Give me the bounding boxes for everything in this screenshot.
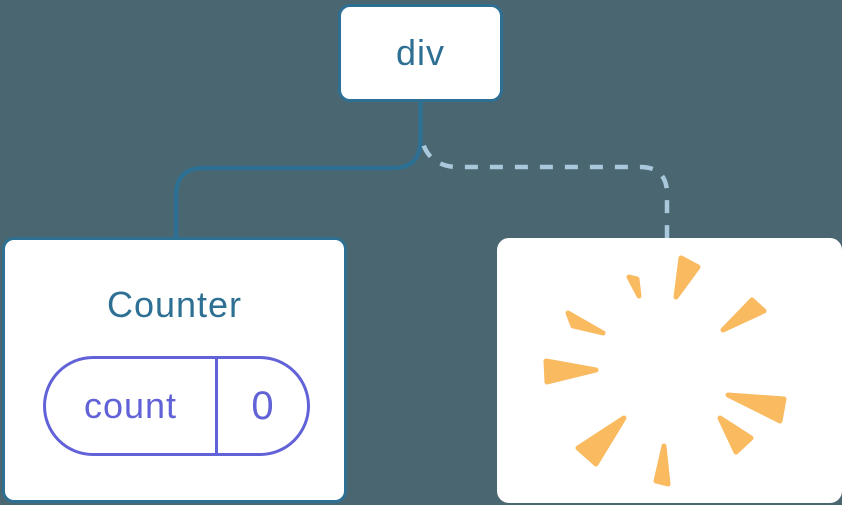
poof-ray	[653, 443, 671, 487]
poof-ray	[725, 392, 787, 424]
removed-component-card	[497, 238, 842, 503]
root-node-label: div	[395, 32, 446, 73]
poof-ray	[543, 358, 599, 385]
poof-ray	[565, 310, 606, 336]
poof-ray	[626, 274, 642, 299]
state-key-label: count	[83, 385, 178, 426]
counter-component-card: Counter count 0	[2, 237, 347, 503]
root-node-div: div	[338, 4, 503, 102]
poof-ray	[720, 297, 767, 333]
state-value-label: 0	[251, 383, 274, 428]
solid-edge-to-counter	[173, 100, 423, 240]
pill-divider	[215, 359, 218, 453]
poof-ray	[717, 415, 754, 455]
poof-ray	[575, 415, 627, 467]
poof-burst-icon	[543, 255, 787, 487]
dashed-edge-to-removed	[418, 133, 670, 240]
counter-title: Counter	[106, 284, 243, 325]
poof-ray	[673, 255, 701, 300]
state-pill: count 0	[43, 356, 310, 456]
